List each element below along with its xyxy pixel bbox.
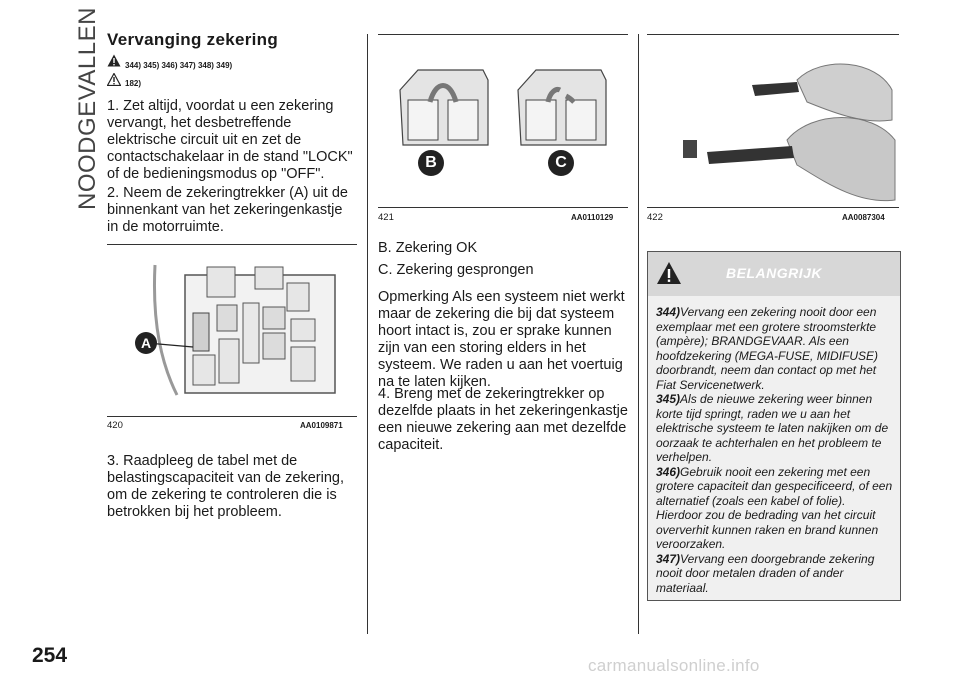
warning-list: 344)Vervang een zekering nooit door een … [656,305,894,595]
step-4: 4. Breng met de zekeringtrekker op dezel… [378,386,628,453]
section-title-text: NOODGEVALLEN [74,7,101,210]
caution-refs: 182) [125,79,142,88]
fuse-blown-text: C. Zekering gesprongen [378,262,534,278]
step-2: 2. Neem de zekeringtrekker (A) uit de bi… [107,185,348,235]
fuse-ok-text: B. Zekering OK [378,240,478,256]
warning-box: BELANGRIJK 344)Vervang een zekering nooi… [647,251,901,601]
label-a-text: A [140,335,152,351]
warning-item: 346)Gebruik nooit een zekering met een g… [656,465,894,552]
note-text: Opmerking Als een systeem niet werkt maa… [378,289,625,390]
figure-421-bottom-rule [378,207,628,208]
warning-header: BELANGRIJK [648,252,900,296]
page-number: 254 [32,644,68,667]
step-1: 1. Zet altijd, voordat u een zekering ve… [107,98,353,182]
warning-item-num: 347) [656,551,681,566]
label-c-text: C [555,154,567,171]
fuse-puller-label-a: A [135,332,157,354]
figure-421-top-rule [378,34,628,35]
fuse-blown-label-c: C [548,150,574,176]
warning-item-text: Vervang een zekering nooit door een exem… [656,305,879,392]
figure-421-code: AA0110129 [571,213,614,222]
warning-item: 344)Vervang een zekering nooit door een … [656,305,894,392]
warning-refs: 344) 345) 346) 347) 348) 349) [125,61,233,70]
warning-item: 345)Als de nieuwe zekering weer binnen k… [656,392,894,465]
caution-triangle-icon [107,73,121,86]
figure-420-number: 420 [107,420,123,431]
warning-item-text: Als de nieuwe zekering weer binnen korte… [656,392,889,464]
figure-422-bottom-rule [647,207,899,208]
figure-420-bottom-rule [107,416,357,417]
warning-item-num: 345) [656,392,681,406]
warning-item: 347)Vervang een doorgebrande zekering no… [656,552,894,596]
figure-422-top-rule [647,34,899,35]
figure-422-number: 422 [647,212,663,223]
figure-421-fuses [399,69,607,146]
fuse-ok-label-b: B [418,150,444,176]
warning-triangle-icon [657,262,681,284]
figure-420-top-rule [107,244,357,245]
watermark: carmanualsonline.info [588,656,760,675]
section-title: NOODGEVALLEN [30,7,101,245]
column-divider-1 [367,34,368,634]
warning-item-num: 344) [656,305,681,319]
figure-422-code: AA0087304 [842,213,885,222]
warning-triangle-icon [107,54,121,67]
section-heading: Vervanging zekering [107,30,279,49]
warning-title: BELANGRIJK [725,265,822,281]
column-divider-2 [638,34,639,634]
figure-422-fuse-puller-hands [683,63,896,202]
warning-item-num: 346) [656,464,681,479]
figure-420-code: AA0109871 [300,421,343,430]
figure-421-number: 421 [378,212,394,223]
warning-item-text: Gebruik nooit een zekering met een grote… [656,464,893,552]
figure-420-fusebox [146,264,336,396]
step-3: 3. Raadpleeg de tabel met de belastingsc… [107,453,344,520]
warning-item-text: Vervang een doorgebrande zekering nooit … [656,551,875,595]
label-b-text: B [425,154,437,171]
